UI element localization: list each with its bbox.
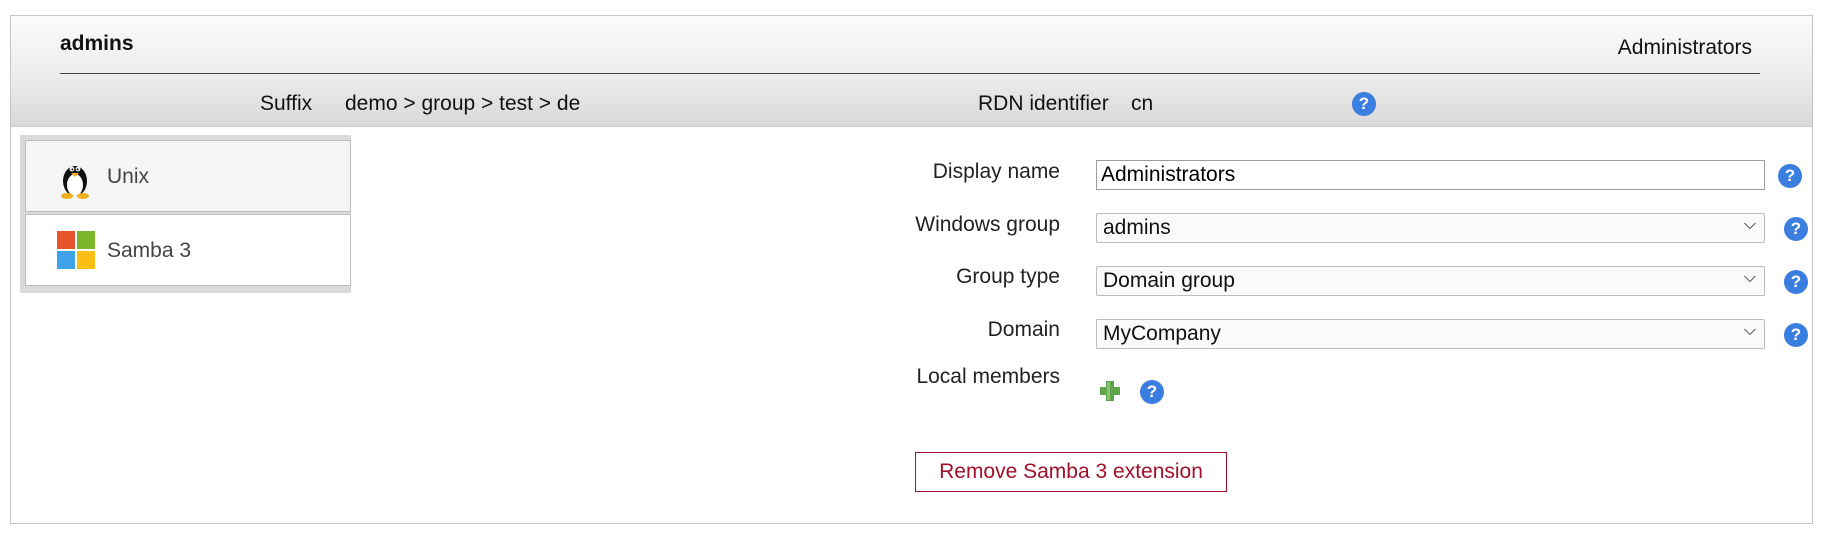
rdn-help-icon[interactable]: ? xyxy=(1352,92,1376,116)
header-bar: admins Administrators Suffix demo > grou… xyxy=(11,16,1812,127)
group-title: admins xyxy=(60,32,134,55)
chevron-down-icon: ⌵ xyxy=(1743,269,1756,286)
windows-group-help-icon[interactable]: ? xyxy=(1784,217,1808,241)
rdn-value: cn xyxy=(1131,92,1154,115)
display-name-label: Display name xyxy=(932,160,1060,183)
rdn-label: RDN identifier xyxy=(978,92,1109,115)
local-members-help-icon[interactable]: ? xyxy=(1140,380,1164,404)
tab-samba3-label: Samba 3 xyxy=(107,239,192,262)
suffix-label: Suffix xyxy=(260,92,313,115)
tab-unix-label: Unix xyxy=(107,165,150,188)
group-type-help-icon[interactable]: ? xyxy=(1784,270,1808,294)
group-type-value: Domain group xyxy=(1103,269,1235,292)
local-members-label: Local members xyxy=(916,365,1060,388)
add-member-plus-icon[interactable] xyxy=(1099,380,1121,402)
windows-group-value: admins xyxy=(1103,216,1171,239)
tab-unix[interactable]: Unix xyxy=(25,140,351,212)
penguin-icon xyxy=(61,166,89,199)
tab-samba3[interactable]: Samba 3 xyxy=(25,214,351,286)
domain-value: MyCompany xyxy=(1103,322,1221,345)
windows-group-select[interactable]: admins ⌵ xyxy=(1096,213,1765,243)
domain-select[interactable]: MyCompany ⌵ xyxy=(1096,319,1765,349)
windows-logo-icon xyxy=(57,231,95,269)
group-editor-panel: admins Administrators Suffix demo > grou… xyxy=(10,15,1813,524)
windows-group-label: Windows group xyxy=(915,213,1060,236)
header-divider xyxy=(60,73,1760,74)
remove-samba3-extension-button[interactable]: Remove Samba 3 extension xyxy=(915,452,1227,492)
display-name-help-icon[interactable]: ? xyxy=(1778,164,1802,188)
chevron-down-icon: ⌵ xyxy=(1743,216,1756,233)
group-display-title: Administrators xyxy=(1617,36,1752,59)
extension-tabs: Unix Samba 3 xyxy=(20,135,351,293)
display-name-input[interactable] xyxy=(1096,160,1765,190)
chevron-down-icon: ⌵ xyxy=(1743,322,1756,339)
suffix-value: demo > group > test > de xyxy=(345,92,581,115)
domain-help-icon[interactable]: ? xyxy=(1784,323,1808,347)
domain-label: Domain xyxy=(987,318,1060,341)
group-type-label: Group type xyxy=(956,265,1060,288)
group-type-select[interactable]: Domain group ⌵ xyxy=(1096,266,1765,296)
